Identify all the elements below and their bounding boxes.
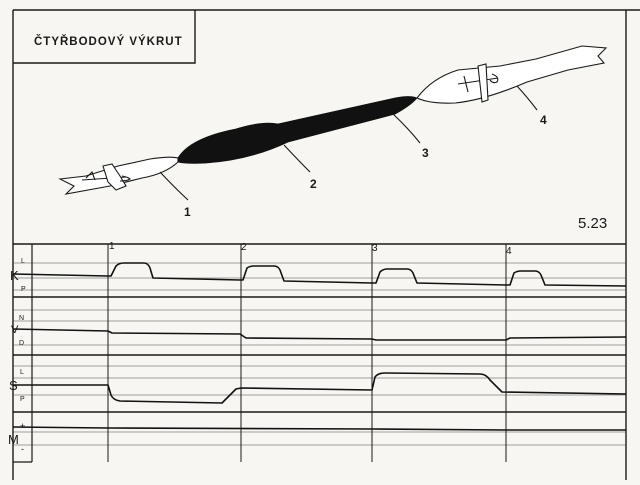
callout-2: 2 <box>310 177 317 191</box>
trace-m <box>12 426 626 431</box>
trace-s <box>13 372 627 404</box>
trace-v <box>12 328 627 341</box>
exit-trail <box>416 45 608 104</box>
channel-s-lower: P <box>20 396 25 403</box>
time-marker-3: 3 <box>372 243 378 254</box>
channel-k-upper: L <box>21 258 25 265</box>
control-traces <box>12 262 627 431</box>
callout-leaders <box>159 85 538 201</box>
callout-4: 4 <box>540 113 547 127</box>
aircraft-end-icon <box>457 63 499 103</box>
control-trace-panel: L K P N V D L S P + M - 1 <box>8 241 627 463</box>
time-marker-labels: 1 2 3 4 <box>109 241 512 257</box>
maneuver-illustration <box>58 45 608 195</box>
channel-v-name: V <box>11 324 19 336</box>
trace-k <box>12 262 627 287</box>
time-marker-4: 4 <box>506 246 512 257</box>
channel-label-column <box>13 244 33 463</box>
channel-m-lower: - <box>21 444 24 454</box>
channel-v-lower: D <box>19 340 24 347</box>
aircraft-start-icon <box>81 163 131 191</box>
channel-separators <box>13 296 626 413</box>
figure-number: 5.23 <box>578 215 607 232</box>
ruling-lines <box>13 262 626 446</box>
channel-s-labels: L S P <box>9 369 25 403</box>
outer-frame <box>12 9 640 480</box>
channel-m-upper: + <box>20 421 25 431</box>
channel-k-labels: L K P <box>10 258 26 293</box>
channel-s-upper: L <box>20 369 24 376</box>
callout-3: 3 <box>422 146 429 160</box>
channel-m-name: M <box>8 432 19 447</box>
channel-k-lower: P <box>21 286 26 293</box>
channel-k-name: K <box>10 268 19 283</box>
channel-v-labels: N V D <box>11 315 24 347</box>
time-marker-2: 2 <box>241 242 247 253</box>
time-marker-1: 1 <box>109 241 115 252</box>
channel-v-upper: N <box>19 315 24 322</box>
channel-m-labels: + M - <box>8 421 25 454</box>
diagram-callouts: 1 2 3 4 <box>184 113 547 219</box>
callout-1: 1 <box>184 205 191 219</box>
roll-smoke-trail <box>177 96 418 164</box>
title: ČTYŘBODOVÝ VÝKRUT <box>34 35 183 48</box>
title-box: ČTYŘBODOVÝ VÝKRUT <box>13 10 196 64</box>
